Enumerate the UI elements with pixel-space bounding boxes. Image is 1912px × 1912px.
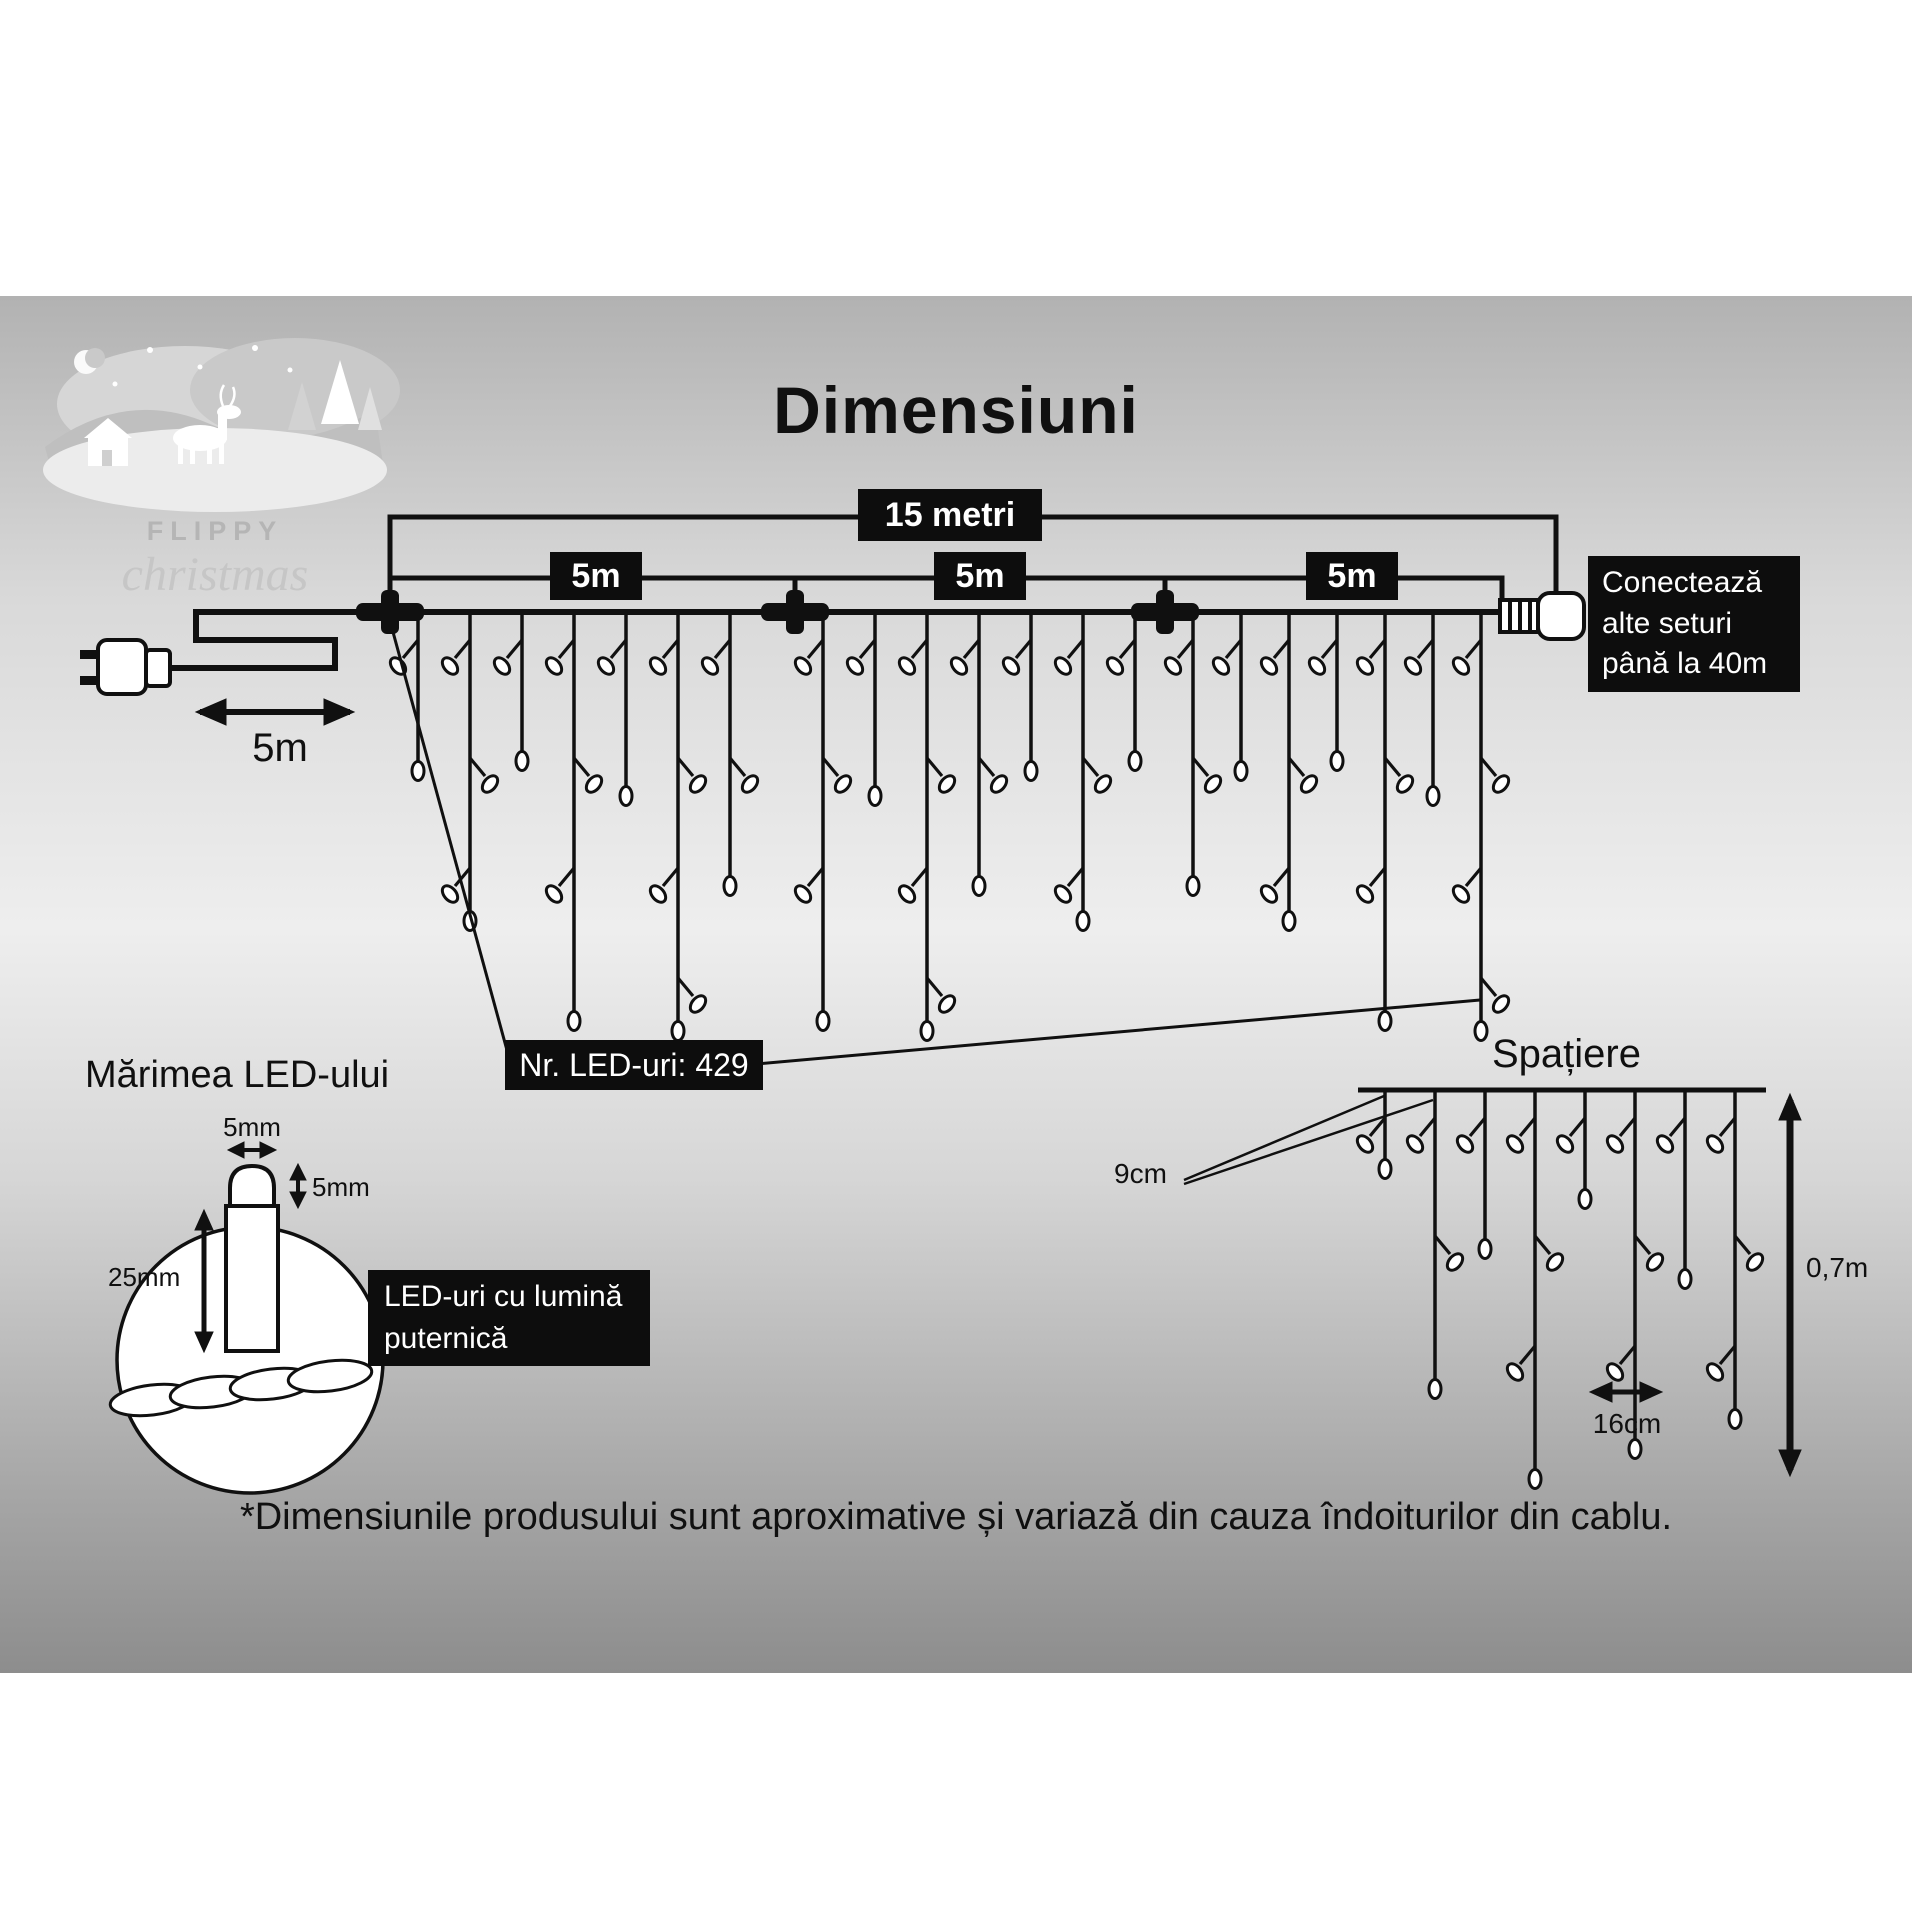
section-length-label: 5m [955,556,1005,595]
strand-spacing-label: 9cm [1114,1158,1167,1189]
led-size-figure [108,1141,385,1495]
extension-connector-icon [1498,591,1586,641]
twisted-cable-icon [108,1358,374,1418]
horizontal-spacing-label: 16cm [1592,1408,1662,1439]
power-plug-icon [80,638,172,696]
spacing-curtain [1355,1090,1765,1490]
total-length-label: 15 metri [884,495,1016,534]
section-length-badge-1: 5m [550,552,642,600]
icicle-curtain [388,612,1511,1042]
led-body-height-label: 25mm [108,1262,181,1292]
connect-note-badge: Conectează alte seturi până la 40m [1588,556,1800,692]
section-length-label: 5m [571,556,621,595]
connect-note-line: alte seturi [1602,606,1733,640]
section-length-badge-3: 5m [1306,552,1398,600]
drop-height-label: 0,7m [1806,1252,1869,1283]
footnote: *Dimensiunile produsului sunt aproximati… [239,1496,1673,1538]
stars-icon [112,345,293,387]
led-count-badge: Nr. LED-uri: 429 [505,1040,763,1090]
led-cap-width-label: 5mm [223,1112,281,1142]
lead-length-label: 5m [252,726,308,770]
deer-icon [173,405,241,464]
led-count-label: Nr. LED-uri: 429 [519,1046,749,1083]
spacing-figure-lines [1183,1087,1802,1478]
led-cap [228,1163,276,1208]
logo-script: christmas [122,548,309,601]
led-size-heading: Mărimea LED-ului [85,1054,390,1096]
flippy-christmas-logo: FLIPPY christmas [43,338,400,601]
lead-length-arrow [194,698,356,726]
page-title: Dimensiuni [773,373,1139,447]
house-icon [84,418,132,466]
total-length-badge: 15 metri [858,489,1042,541]
led-body [224,1204,280,1353]
led-brightness-line: puternică [384,1322,508,1355]
logo-brand: FLIPPY [147,516,284,546]
section-length-label: 5m [1327,556,1377,595]
led-brightness-line: LED-uri cu lumină [384,1280,623,1313]
section-length-badge-2: 5m [934,552,1026,600]
led-cap-height-label: 5mm [312,1172,370,1202]
led-brightness-badge: LED-uri cu lumină puternică [368,1270,650,1366]
connect-note-line: Conectează [1602,566,1763,600]
led-count-pointer-lines [391,631,1481,1066]
connect-note-line: până la 40m [1602,647,1768,681]
spacing-heading: Spațiere [1492,1032,1641,1076]
led-size-arrows [194,1141,307,1354]
pine-trees-icon [288,360,382,430]
